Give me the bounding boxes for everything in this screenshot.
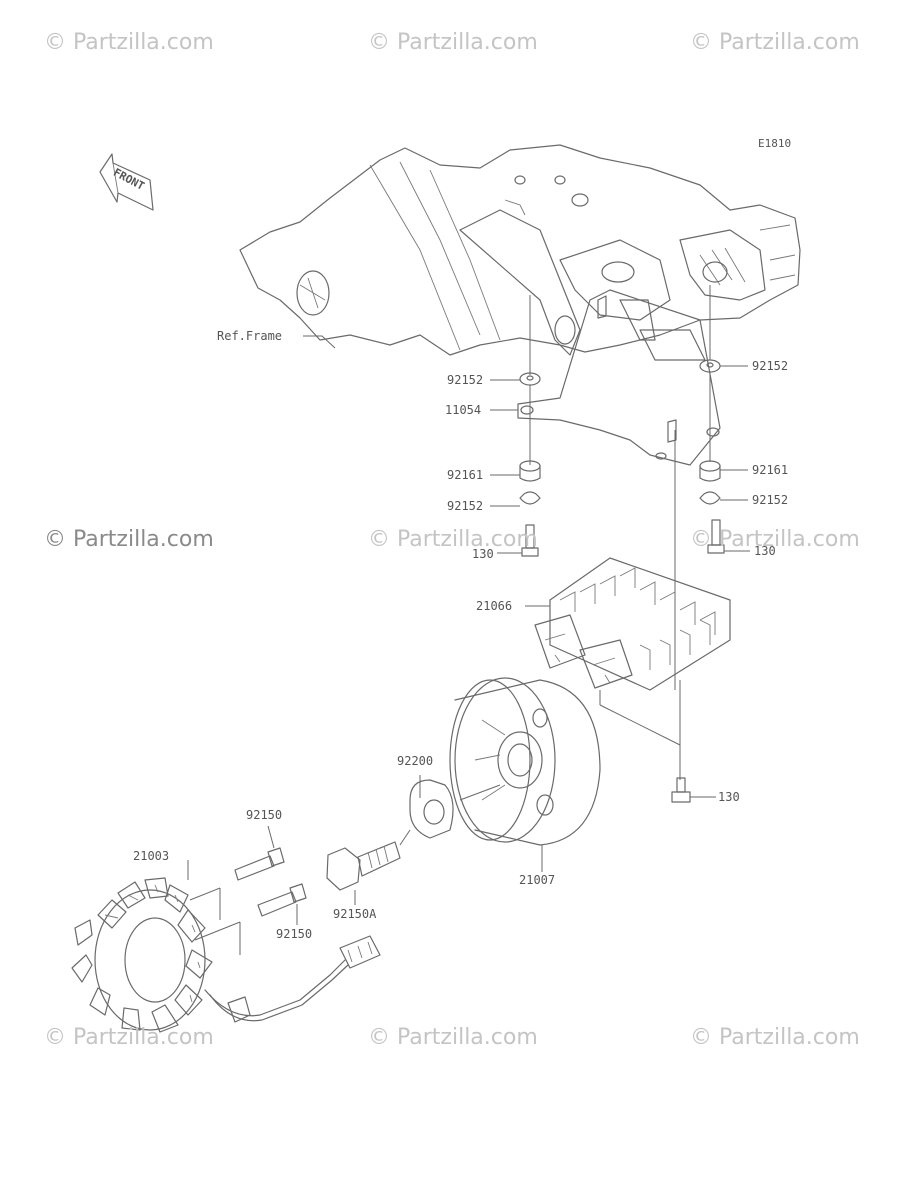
watermark: © Partzilla.com (44, 1025, 214, 1050)
part-label-92150A[interactable]: 92150A (333, 907, 377, 921)
part-label-92152[interactable]: 92152 (447, 499, 484, 513)
watermark: © Partzilla.com (368, 30, 538, 55)
stator-21003 (71, 860, 381, 1033)
part-label-92200[interactable]: 92200 (397, 754, 434, 768)
right-mount-stack (699, 285, 750, 554)
watermark: © Partzilla.com (690, 1025, 860, 1050)
regulator-21066 (525, 430, 731, 780)
bolt-130-lower (671, 777, 716, 803)
rotor-21007 (449, 677, 601, 872)
part-label-21003[interactable]: 21003 (133, 849, 170, 863)
part-label-92161[interactable]: 92161 (752, 463, 789, 477)
part-label-11054[interactable]: 11054 (445, 403, 482, 417)
part-label-92161[interactable]: 92161 (447, 468, 484, 482)
bracket-11054 (490, 289, 721, 466)
watermark: © Partzilla.com (44, 527, 214, 552)
bolt-92150A (326, 829, 411, 905)
left-mount-stack (490, 295, 541, 557)
watermark: © Partzilla.com (44, 30, 214, 55)
diagram-code: E1810 (758, 137, 792, 150)
part-label-92152[interactable]: 92152 (752, 359, 789, 373)
part-label-92152[interactable]: 92152 (447, 373, 484, 387)
watermark: © Partzilla.com (368, 527, 538, 552)
spacer-92200 (409, 775, 501, 839)
watermark: © Partzilla.com (690, 527, 860, 552)
part-label-92150[interactable]: 92150 (276, 927, 313, 941)
part-label-130[interactable]: 130 (754, 544, 776, 558)
part-label-92150[interactable]: 92150 (246, 808, 283, 822)
part-label-130[interactable]: 130 (472, 547, 494, 561)
front-arrow-icon: FRONT (99, 153, 154, 211)
part-label-92152[interactable]: 92152 (752, 493, 789, 507)
frame-drawing (239, 144, 801, 356)
watermark: © Partzilla.com (368, 1025, 538, 1050)
part-label-21066[interactable]: 21066 (476, 599, 513, 613)
ref-frame-label: Ref.Frame (217, 329, 283, 343)
watermark: © Partzilla.com (690, 30, 860, 55)
part-label-21007[interactable]: 21007 (519, 873, 556, 887)
part-label-130[interactable]: 130 (718, 790, 740, 804)
bolts-92150 (234, 825, 307, 925)
